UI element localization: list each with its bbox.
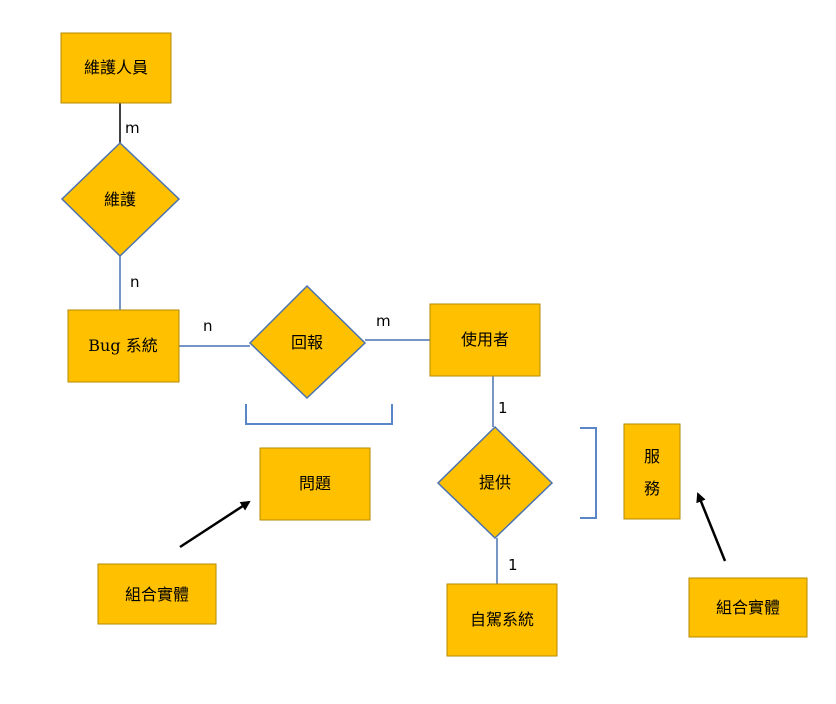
- relationship-provide: 提供: [436, 425, 554, 540]
- entity-composite-left: 組合實體: [97, 563, 217, 625]
- relationship-maintain-label: 維護: [104, 190, 136, 209]
- bracket-report-aggregation: [245, 404, 393, 425]
- entity-self-driving-label: 自駕系統: [470, 610, 534, 629]
- entity-bug-system: Bug 系統: [67, 309, 180, 383]
- entity-service-label-2: 務: [644, 479, 660, 498]
- entity-user: 使用者: [429, 303, 541, 377]
- cardinality-bug-report: n: [203, 317, 213, 335]
- entity-service-label-1: 服: [644, 447, 660, 466]
- entity-composite-left-label: 組合實體: [125, 585, 189, 604]
- cardinality-report-user: m: [376, 312, 391, 330]
- cardinality-maintain-bug: n: [130, 273, 140, 291]
- entity-problem: 問題: [259, 447, 371, 521]
- entity-problem-label: 問題: [299, 474, 331, 493]
- cardinality-user-provide: 1: [498, 399, 508, 417]
- entity-user-label: 使用者: [461, 330, 509, 349]
- entity-composite-right-label: 組合實體: [716, 598, 780, 617]
- entity-maintainer-label: 維護人員: [84, 58, 148, 77]
- entity-self-driving: 自駕系統: [446, 583, 558, 657]
- entity-composite-right: 組合實體: [688, 577, 808, 638]
- arrow-right-composite: [696, 492, 727, 562]
- bracket-provide-aggregation: [580, 427, 597, 519]
- cardinality-provide-selfdriving: 1: [508, 556, 518, 574]
- relationship-maintain: 維護: [60, 141, 181, 258]
- relationship-report: 回報: [248, 284, 367, 400]
- cardinality-maintainer-maintain: m: [125, 119, 140, 137]
- relationship-provide-label: 提供: [479, 473, 511, 492]
- relationship-report-label: 回報: [291, 333, 323, 352]
- entity-bug-system-label: Bug 系統: [88, 336, 157, 355]
- arrow-left-composite: [179, 500, 251, 549]
- entity-maintainer: 維護人員: [60, 32, 172, 104]
- entity-service: 服 務: [623, 423, 681, 520]
